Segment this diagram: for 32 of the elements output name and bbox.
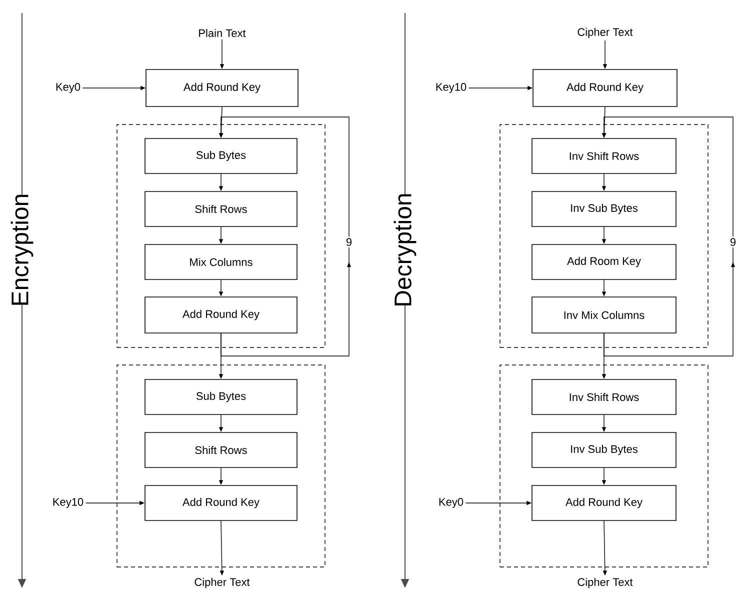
process-box: Add Round Key: [146, 69, 298, 107]
dashed-group-box: [116, 364, 326, 568]
process-box: Add Round Key: [532, 69, 678, 107]
process-box: Add Round Key: [144, 296, 298, 334]
edge-label: 9: [346, 238, 352, 246]
process-box: Inv Sub Bytes: [532, 191, 676, 227]
process-box: Sub Bytes: [144, 138, 298, 174]
process-box: Add Round Key: [144, 485, 298, 521]
text-label: Cipher Text: [578, 28, 633, 38]
edge-label: 9: [730, 238, 736, 246]
text-label: Key10: [436, 83, 466, 93]
process-box: Shift Rows: [144, 191, 298, 227]
process-box: Add Room Key: [532, 244, 676, 280]
dashed-group-box: [500, 364, 708, 568]
text-label: Plain Text: [199, 28, 246, 38]
process-box: Inv Sub Bytes: [532, 432, 676, 468]
process-box: Sub Bytes: [144, 379, 298, 415]
text-label: Key10: [53, 498, 84, 508]
process-box: Inv Shift Rows: [532, 379, 676, 415]
dashed-group-box: [116, 124, 326, 348]
text-label: Key0: [439, 498, 464, 508]
process-box: Inv Mix Columns: [532, 296, 676, 334]
text-label: Cipher Text: [194, 578, 250, 588]
process-box: Shift Rows: [144, 432, 298, 468]
process-box: Mix Columns: [144, 244, 298, 280]
text-label: Cipher Text: [578, 578, 633, 588]
dashed-group-box: [500, 124, 708, 348]
side-title: Decryption: [394, 194, 416, 306]
side-title: Encryption: [10, 194, 34, 305]
process-box: Add Round Key: [532, 485, 676, 521]
process-box: Inv Shift Rows: [532, 138, 676, 174]
text-label: Key0: [56, 83, 80, 93]
